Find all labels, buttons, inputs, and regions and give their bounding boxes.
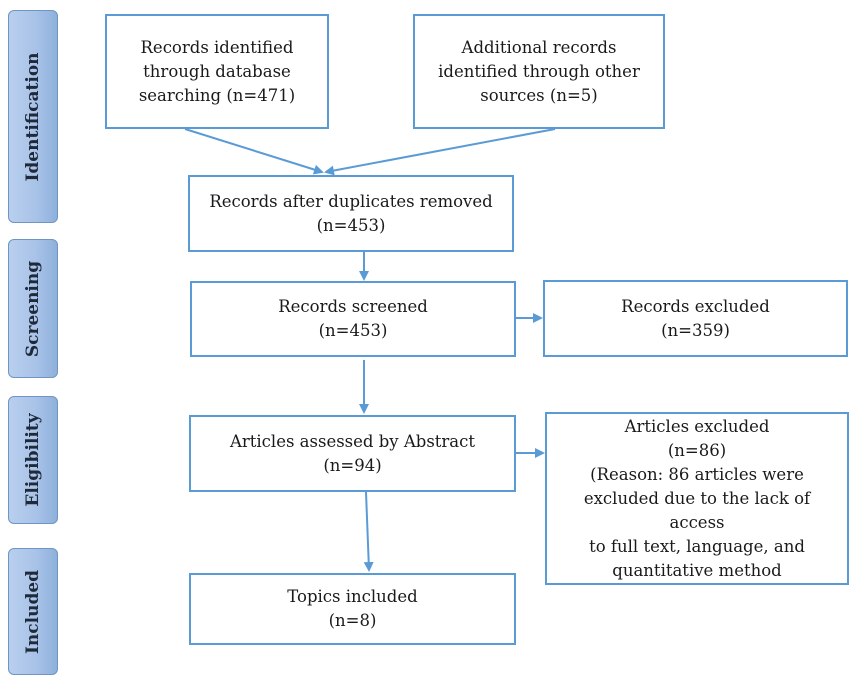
records-excluded-line-2: (n=359) [661,320,730,340]
topics-included-line-1: Topics included [287,587,418,606]
records-excluded-line-1: Records excluded [621,296,770,316]
articles-excluded-line-1: Articles excluded [624,416,770,436]
arrow-database-to-duplicates [184,128,324,175]
articles-excluded-line-4: excluded due to the lack of access [583,488,811,532]
other-sources-line-2: identified through other [438,61,640,81]
articles-excluded-line-3: (Reason: 86 articles were [590,464,804,484]
database-records-line-3: searching (n=471) [138,85,296,105]
articles-excluded-line-5: to full text, language, and [589,536,805,556]
database-records-box: Records identified through database sear… [105,14,329,129]
other-sources-line-3: sources (n=5) [480,85,598,105]
database-records-line-2: through database [143,61,291,81]
other-sources-line-1: Additional records [461,37,617,57]
topics-included-line-2: (n=8) [328,611,377,630]
duplicates-removed-line-1: Records after duplicates removed [209,191,493,211]
articles-assessed-box: Articles assessed by Abstract (n=94) [189,415,516,492]
arrow-other-to-duplicates [324,128,556,176]
phase-identification: Identification [8,10,58,223]
arrow-assessed-to-included [363,491,374,572]
articles-excluded-line-6: quantitative method [612,560,782,580]
records-screened-line-2: (n=453) [318,321,388,340]
other-sources-box: Additional records identified through ot… [413,14,665,129]
duplicates-removed-box: Records after duplicates removed (n=453) [188,175,514,252]
records-screened-line-1: Records screened [278,297,428,316]
articles-excluded-box: Articles excluded (n=86) (Reason: 86 art… [545,412,849,585]
phase-included: Included [8,548,58,675]
topics-included-box: Topics included (n=8) [189,573,516,645]
duplicates-removed-line-2: (n=453) [316,215,386,235]
articles-assessed-line-2: (n=94) [323,455,382,475]
records-screened-box: Records screened (n=453) [190,281,516,357]
phase-screening: Screening [8,239,58,378]
articles-assessed-line-1: Articles assessed by Abstract [229,431,476,451]
records-excluded-box: Records excluded (n=359) [543,280,848,357]
database-records-line-1: Records identified [140,37,294,57]
articles-excluded-line-2: (n=86) [667,440,727,460]
phase-eligibility: Eligibility [8,396,58,524]
